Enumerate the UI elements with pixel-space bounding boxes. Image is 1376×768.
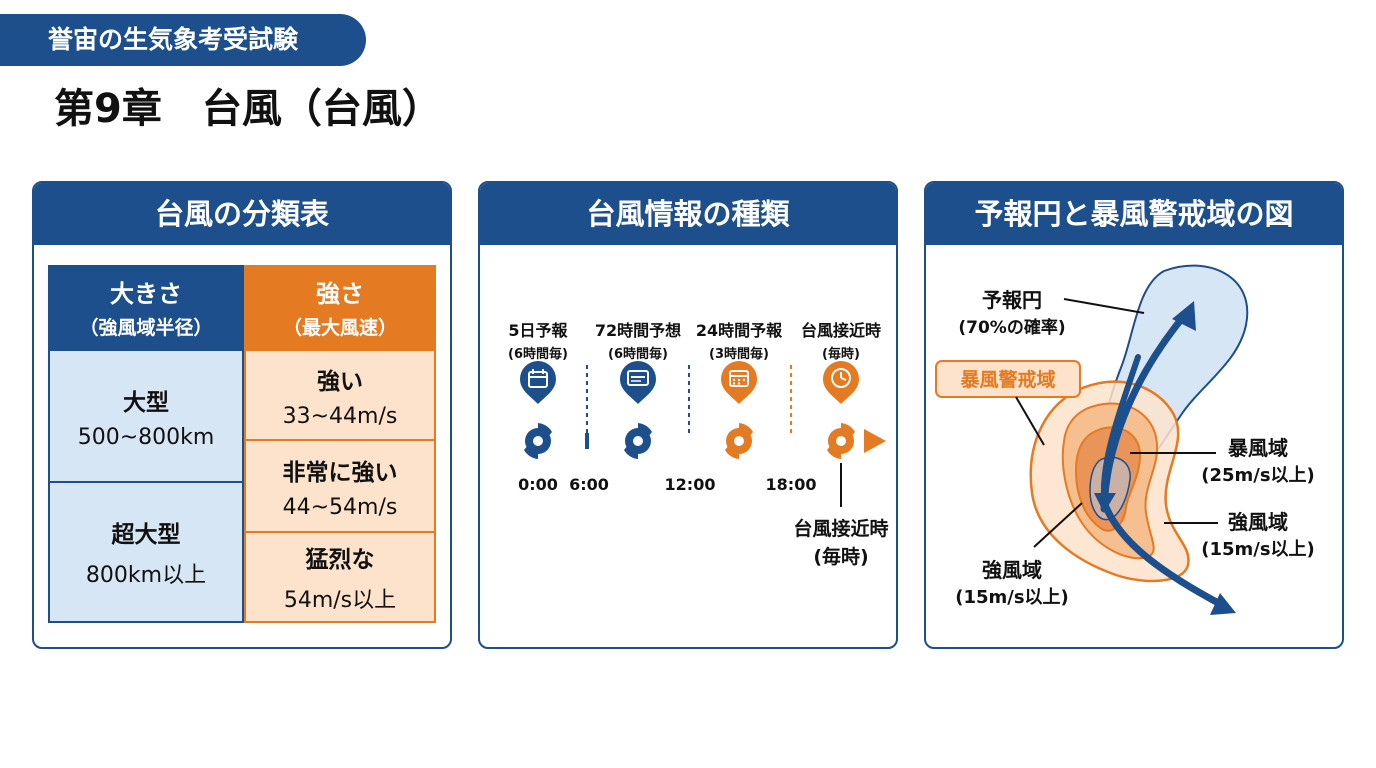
size-row-super-large: 超大型 800km以上 [48,481,244,623]
typhoon-icon [524,423,552,459]
typhoon-icon [827,423,855,459]
timeline-arrowhead [864,429,886,453]
strength-name: 非常に強い [282,459,398,486]
strength-row-violent: 猛烈な 54m/s以上 [244,531,436,623]
size-range: 500~800km [77,424,215,450]
size-header-main: 大きさ [110,280,182,308]
forecast-circle-label: 予報円 [982,288,1042,312]
strong-zone-left-label: 強風域 [982,558,1042,582]
typhoon-icon [725,423,753,459]
size-name: 超大型 [111,522,181,548]
info-timeline: 5日予報 (6時間毎) 72時間予想 (6時間毎) 24時間予報 (3時間毎) … [490,321,889,568]
subject-tag: 誉宙の生気象考受試験 [0,14,366,66]
strength-name: 強い [317,368,363,395]
info-item-label: 5日予報 [508,321,568,340]
warning-zone-label: 暴風警戒域 [960,368,1055,391]
strong-zone-left-sub: (15m/s以上) [955,587,1069,608]
info-item-sub: (6時間毎) [508,346,568,362]
strength-row-strong: 強い 33~44m/s [244,349,436,441]
monitor-icon [620,361,656,404]
size-header: 大きさ （強風域半径） [48,265,244,349]
strength-header-sub: （最大風速） [282,317,397,339]
size-row-large: 大型 500~800km [48,349,244,483]
arrowhead-south-icon [1094,493,1116,513]
info-item-label: 台風接近時 [801,321,881,340]
time-label: 18:00 [766,475,817,494]
classification-panel: 台風の分類表 大きさ （強風域半径） 強さ （最大風速） 大型 500~800k… [32,181,452,649]
strong-zone-right-sub: (15m/s以上) [1201,539,1315,560]
info-item-label: 24時間予報 [696,321,783,340]
callout-label: 台風接近時 [793,517,888,540]
strength-header-main: 強さ [316,280,364,308]
leader-line [1063,298,1145,314]
info-panel: 台風情報の種類 5日予報 (6時間毎) 72時間予想 (6時間毎) 24時間予報… [478,181,898,649]
strength-row-very-strong: 非常に強い 44~54m/s [244,439,436,533]
info-item-sub: (毎時) [822,346,860,362]
typhoon-icon [624,423,652,459]
callout-sub: (毎時) [813,545,868,568]
calendar-grid-icon [721,361,757,404]
track-east [1102,503,1226,609]
info-title: 台風情報の種類 [480,183,896,245]
storm-zone-sub: (25m/s以上) [1201,465,1315,486]
size-header-sub: （強風域半径） [79,317,213,339]
arrowhead-north-icon [1172,301,1196,331]
page-title: 第9章 台風（台風） [54,86,442,132]
strength-range: 54m/s以上 [283,588,397,613]
strength-range: 44~54m/s [282,494,398,520]
time-label: 12:00 [665,475,716,494]
leader-line [1015,396,1045,446]
info-item-sub: (3時間毎) [709,346,769,362]
strength-header: 強さ （最大風速） [244,265,436,349]
classification-table: 大きさ （強風域半径） 強さ （最大風速） 大型 500~800km 超大型 8… [48,265,436,623]
arrowhead-east-icon [1210,593,1236,615]
classification-title: 台風の分類表 [34,183,450,245]
forecast-map-panel: 予報円と暴風警戒域の図 予報円 (70%の確率) 暴風警戒域 暴風域 (25m/… [924,181,1344,649]
forecast-circle-sub: (70%の確率) [958,317,1065,338]
forecast-map-title: 予報円と暴風警戒域の図 [926,183,1342,245]
strength-name: 猛烈な [305,547,375,573]
warning-zone-badge [935,360,1081,398]
forecast-map-diagram: 予報円 (70%の確率) 暴風警戒域 暴風域 (25m/s以上) 強風域 (15… [935,264,1315,615]
size-range: 800km以上 [85,563,207,588]
leader-line [1033,502,1083,548]
track-south [1100,354,1141,500]
info-item-label: 72時間予想 [595,321,681,340]
time-label: 6:00 [569,475,609,494]
time-label: 0:00 [518,475,558,494]
size-name: 大型 [123,389,169,416]
strong-zone-right-label: 強風域 [1228,510,1288,534]
storm-zone-label: 暴風域 [1228,436,1288,460]
strength-range: 33~44m/s [282,403,398,429]
calendar-icon [520,361,556,404]
clock-icon [823,361,859,404]
info-item-sub: (6時間毎) [608,346,668,362]
